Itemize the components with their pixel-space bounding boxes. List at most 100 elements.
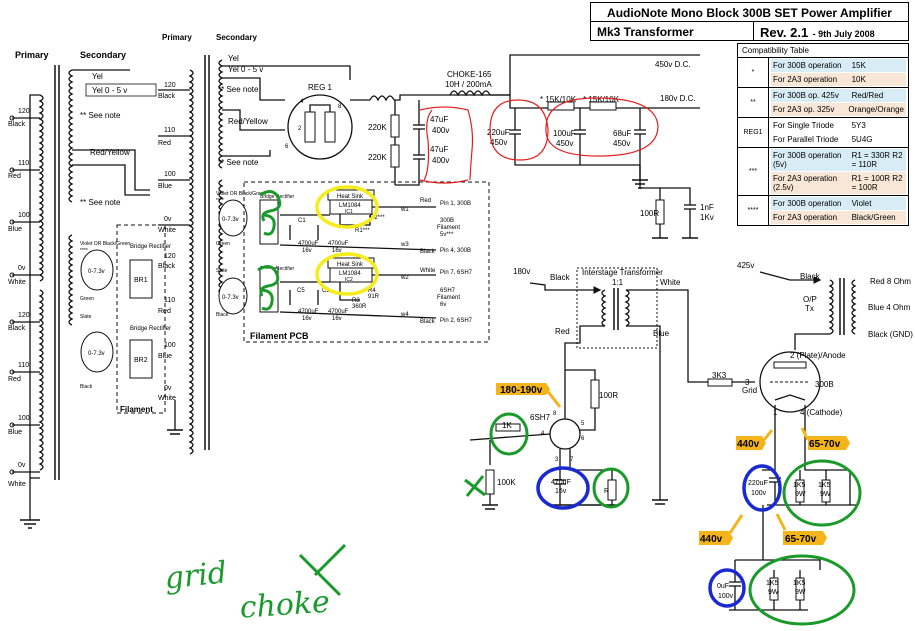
- svg-text:Tx: Tx: [805, 304, 814, 313]
- svg-text:8: 8: [338, 104, 342, 110]
- svg-text:Red 8 Ohm: Red 8 Ohm: [870, 277, 911, 286]
- svg-text:R: R: [604, 488, 609, 495]
- svg-text:65-70v: 65-70v: [809, 439, 841, 450]
- svg-text:300B: 300B: [440, 218, 454, 224]
- svg-text:91R: 91R: [368, 294, 380, 300]
- svg-text:16v: 16v: [332, 316, 342, 322]
- svg-text:1Kv: 1Kv: [700, 213, 714, 222]
- page-title: AudioNote Mono Block 300B SET Power Ampl…: [607, 6, 892, 20]
- compat-option-label: For Single Triode: [773, 121, 834, 130]
- svg-text:4700uF: 4700uF: [328, 241, 349, 247]
- svg-text:Black: Black: [80, 384, 93, 390]
- svg-text:Green: Green: [80, 296, 94, 302]
- compat-option-label: For 2A3 operation: [773, 75, 838, 84]
- svg-text:5v***: 5v***: [440, 232, 454, 238]
- svg-text:R2***: R2***: [370, 215, 385, 221]
- svg-text:220K: 220K: [368, 153, 387, 162]
- svg-text:220uF: 220uF: [748, 480, 768, 487]
- svg-text:Filament: Filament: [120, 405, 153, 414]
- svg-text:Yel: Yel: [92, 72, 103, 81]
- svg-text:450v D.C.: 450v D.C.: [655, 60, 691, 69]
- svg-text:Black: Black: [550, 273, 571, 282]
- svg-text:w4: w4: [400, 312, 409, 318]
- svg-text:Red/Yellow: Red/Yellow: [228, 117, 268, 126]
- compat-option-value: 10K: [851, 75, 866, 84]
- svg-text:White: White: [8, 481, 26, 488]
- svg-text:0v: 0v: [18, 265, 26, 272]
- svg-text:4: 4: [300, 99, 304, 105]
- svg-text:Blue: Blue: [8, 226, 22, 233]
- svg-text:100K: 100K: [497, 478, 516, 487]
- svg-text:0-7.3v: 0-7.3v: [222, 217, 239, 223]
- svg-text:1K: 1K: [502, 421, 512, 430]
- compat-option-label: For 2A3 operation: [773, 213, 838, 222]
- compat-option-value: R1 = 330R R2 = 110R: [851, 151, 903, 169]
- svg-text:Black: Black: [216, 312, 229, 318]
- revision: Rev. 2.1: [760, 25, 809, 40]
- svg-text:120: 120: [164, 253, 176, 260]
- svg-text:Black: Black: [800, 272, 821, 281]
- svg-text:9W: 9W: [795, 491, 806, 498]
- svg-text:9W: 9W: [768, 589, 779, 596]
- svg-text:O/P: O/P: [803, 295, 817, 304]
- svg-text:1nF: 1nF: [700, 203, 714, 212]
- svg-text:Interstage Transformer: Interstage Transformer: [582, 268, 663, 277]
- svg-text:425v: 425v: [737, 261, 754, 270]
- svg-text:3: 3: [745, 378, 750, 387]
- svg-text:0-7.3v: 0-7.3v: [88, 269, 105, 275]
- svg-text:Red: Red: [8, 376, 21, 383]
- svg-text:Yel 0 - 5 v: Yel 0 - 5 v: [92, 86, 127, 95]
- svg-text:120: 120: [18, 312, 30, 319]
- compat-option: For 2A3 operation (2.5v)R1 = 100R R2 = 1…: [771, 172, 906, 194]
- left-primary-coil-2: [38, 289, 44, 471]
- svg-text:1K5: 1K5: [793, 482, 806, 489]
- svg-text:Blue: Blue: [158, 183, 172, 190]
- svg-text:4700uF: 4700uF: [298, 309, 319, 315]
- svg-text:180v: 180v: [513, 267, 530, 276]
- svg-text:440v: 440v: [700, 534, 723, 545]
- svg-text:R3: R3: [352, 298, 360, 304]
- svg-text:100R: 100R: [599, 391, 618, 400]
- svg-text:REG 1: REG 1: [308, 83, 333, 92]
- svg-text:****: ****: [216, 198, 224, 204]
- svg-text:450v: 450v: [613, 139, 630, 148]
- svg-text:Red/Yellow: Red/Yellow: [90, 148, 130, 157]
- svg-text:4700uF: 4700uF: [298, 241, 319, 247]
- svg-text:Black: Black: [420, 249, 436, 255]
- svg-text:Red: Red: [8, 173, 21, 180]
- svg-text:Secondary: Secondary: [216, 33, 257, 42]
- compat-option-label: For 300B operation (5v): [773, 151, 842, 169]
- annotations: 180-190v 440v 65-70v 440v 65-70v grid ch…: [163, 97, 862, 626]
- svg-text:****: ****: [80, 248, 88, 254]
- compat-option-label: For 300B op. 425v: [773, 91, 839, 100]
- svg-text:6SH7: 6SH7: [530, 413, 551, 422]
- svg-text:Bridge Rectifier: Bridge Rectifier: [130, 244, 171, 250]
- compat-option: For 2A3 operation 10K: [771, 73, 906, 86]
- svg-text:* 15K/10K: * 15K/10K: [583, 95, 620, 104]
- svg-text:R4: R4: [368, 288, 376, 294]
- svg-text:1:1: 1:1: [612, 278, 624, 287]
- svg-text:16v: 16v: [302, 248, 312, 254]
- svg-text:1K5: 1K5: [766, 580, 779, 587]
- svg-text:400v: 400v: [432, 126, 449, 135]
- svg-text:1K5: 1K5: [793, 580, 806, 587]
- svg-text:Blue 4 Ohm: Blue 4 Ohm: [868, 303, 911, 312]
- svg-text:w1: w1: [400, 207, 409, 213]
- svg-text:White: White: [8, 279, 26, 286]
- svg-text:Blue: Blue: [8, 429, 22, 436]
- amp-section: 180v Black Interstage Transformer 1:1 Wh…: [469, 261, 913, 611]
- svg-text:BR1: BR1: [134, 277, 148, 284]
- svg-text:Filament: Filament: [437, 225, 460, 231]
- center-secondary-coil-2: [218, 179, 224, 295]
- reg1-tube: [287, 94, 353, 160]
- left-secondary-coil-2: [68, 234, 74, 326]
- svg-text:Bridge Rectifier: Bridge Rectifier: [130, 326, 171, 332]
- svg-text:16v: 16v: [555, 488, 567, 495]
- svg-text:C1: C1: [298, 218, 306, 224]
